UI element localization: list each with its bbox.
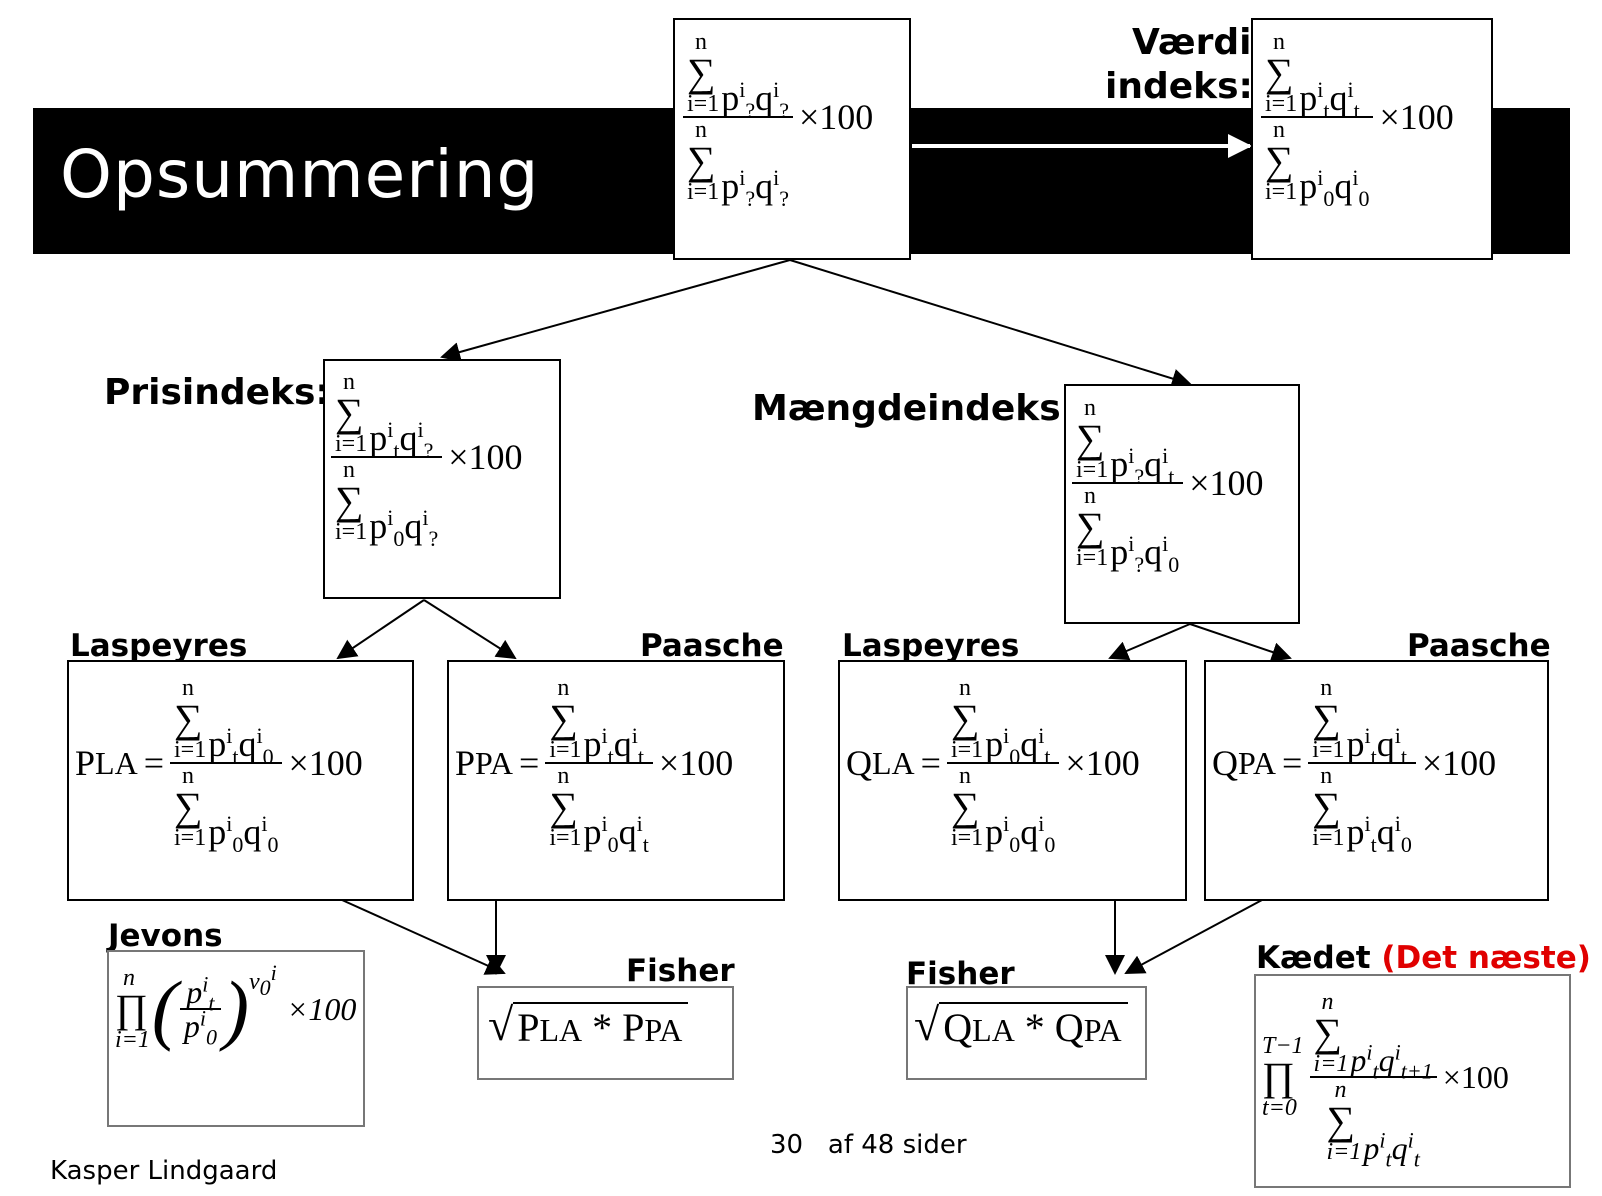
quantity-laspeyres-box [838, 660, 1187, 901]
quantity-laspeyres-label: Laspeyres [842, 628, 1020, 664]
price-paasche-box [447, 660, 785, 901]
arrow-qty-to-paasche [1189, 623, 1292, 662]
fisher-quantity-box [906, 986, 1147, 1080]
fisher-price-formula: √PLA * PPA [488, 1002, 689, 1048]
price-index-label: Prisindeks: [104, 372, 330, 413]
chained-box [1254, 974, 1571, 1188]
general-index-box [673, 18, 911, 260]
quantity-index-box [1064, 384, 1300, 624]
quantity-paasche-box [1204, 660, 1549, 901]
slide-title: Opsummering [60, 136, 540, 213]
chained-label-text: Kædet [1256, 940, 1371, 976]
price-laspeyres-box [67, 660, 414, 901]
jevons-label: Jevons [108, 918, 223, 954]
arrow-top-to-quantity [789, 259, 1192, 389]
author: Kasper Lindgaard [50, 1156, 278, 1186]
jevons-box [107, 950, 365, 1127]
arrow-pla-to-fisher [341, 899, 506, 975]
price-laspeyres-label: Laspeyres [70, 628, 248, 664]
arrow-qpa-to-fisher [1124, 899, 1263, 974]
fisher-price-label: Fisher [626, 953, 735, 989]
price-index-box [323, 359, 561, 599]
value-index-label-line2: indeks: [1105, 66, 1253, 107]
value-index-box [1251, 18, 1493, 260]
chained-label-note: (Det næste) [1381, 940, 1591, 976]
fisher-price-box [477, 986, 734, 1080]
arrow-qty-to-laspeyres [1108, 623, 1191, 661]
fisher-quantity-formula: √QLA * QPA [914, 1002, 1128, 1048]
price-paasche-label: Paasche [640, 628, 784, 664]
arrow-top-to-price [440, 259, 791, 362]
arrow-price-to-laspeyres [336, 599, 425, 660]
page-number: 30 af 48 sider [770, 1130, 967, 1160]
page-number-value: 30 [770, 1130, 804, 1160]
page-number-suffix: af 48 sider [827, 1130, 967, 1160]
quantity-paasche-label: Paasche [1407, 628, 1551, 664]
quantity-index-label: Mængdeindeks: [752, 388, 1076, 429]
chained-label: Kædet (Det næste) [1256, 940, 1591, 976]
value-index-label-line1: Værdi [1132, 22, 1252, 63]
arrow-price-to-paasche [423, 599, 517, 660]
